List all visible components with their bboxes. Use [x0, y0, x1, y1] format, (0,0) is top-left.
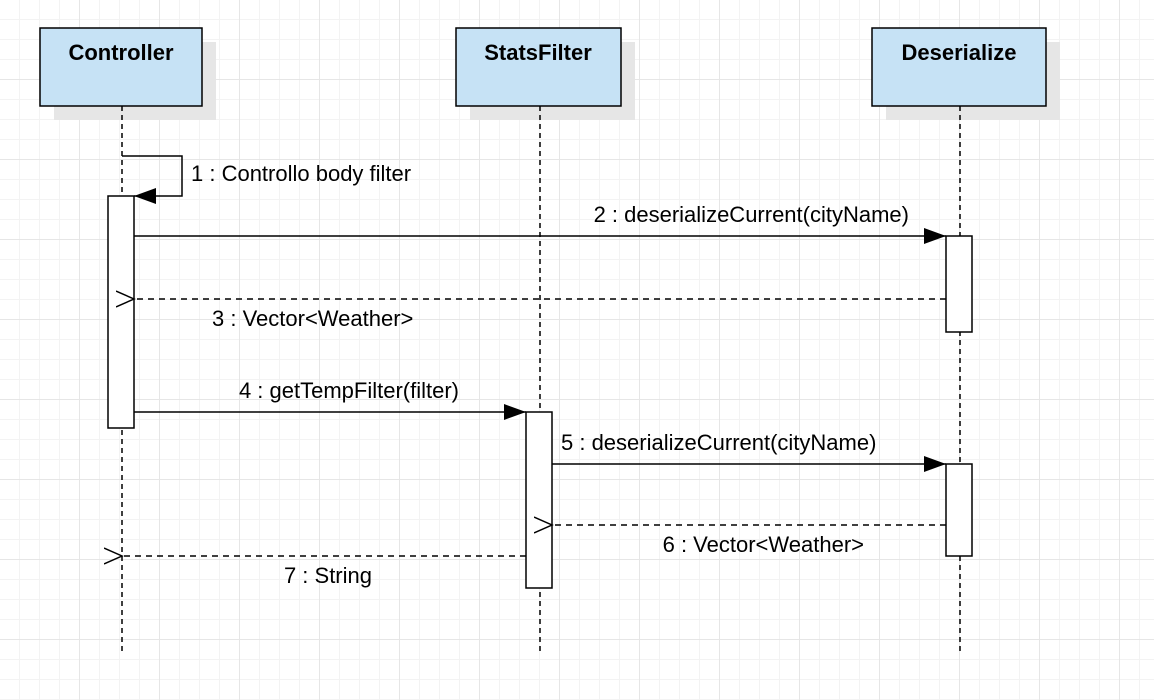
activation-bar-deserialize-2[interactable]: [945, 463, 973, 557]
message-label: 5 : deserializeCurrent(cityName): [561, 430, 876, 455]
lifeline-header[interactable]: [455, 27, 622, 107]
lifeline-label: Deserialize: [902, 40, 1017, 65]
message-6[interactable]: 6 : Vector<Weather>: [552, 525, 946, 557]
message-5[interactable]: 5 : deserializeCurrent(cityName): [552, 430, 946, 472]
message-label: 1 : Controllo body filter: [191, 161, 411, 186]
activation-bar-deserialize-1[interactable]: [945, 235, 973, 333]
message-2[interactable]: 2 : deserializeCurrent(cityName): [134, 202, 946, 244]
lifeline-header[interactable]: [39, 27, 203, 107]
lifeline-statsfilter: StatsFilter: [455, 27, 635, 652]
message-1[interactable]: 1 : Controllo body filter: [122, 155, 411, 204]
lifeline-deserialize: Deserialize: [871, 27, 1060, 652]
message-label: 6 : Vector<Weather>: [663, 532, 864, 557]
lifeline-label: Controller: [68, 40, 174, 65]
message-label: 7 : String: [284, 563, 372, 588]
message-3[interactable]: 3 : Vector<Weather>: [134, 299, 946, 331]
message-label: 2 : deserializeCurrent(cityName): [594, 202, 909, 227]
message-4[interactable]: 4 : getTempFilter(filter): [134, 378, 526, 420]
message-label: 3 : Vector<Weather>: [212, 306, 413, 331]
message-7[interactable]: 7 : String: [122, 556, 526, 588]
lifeline-label: StatsFilter: [484, 40, 592, 65]
lifeline-header[interactable]: [871, 27, 1047, 107]
message-label: 4 : getTempFilter(filter): [239, 378, 459, 403]
activation-bar-statsfilter[interactable]: [525, 411, 553, 589]
activation-bar-controller[interactable]: [107, 195, 135, 429]
self-message-arrow: [122, 155, 183, 204]
